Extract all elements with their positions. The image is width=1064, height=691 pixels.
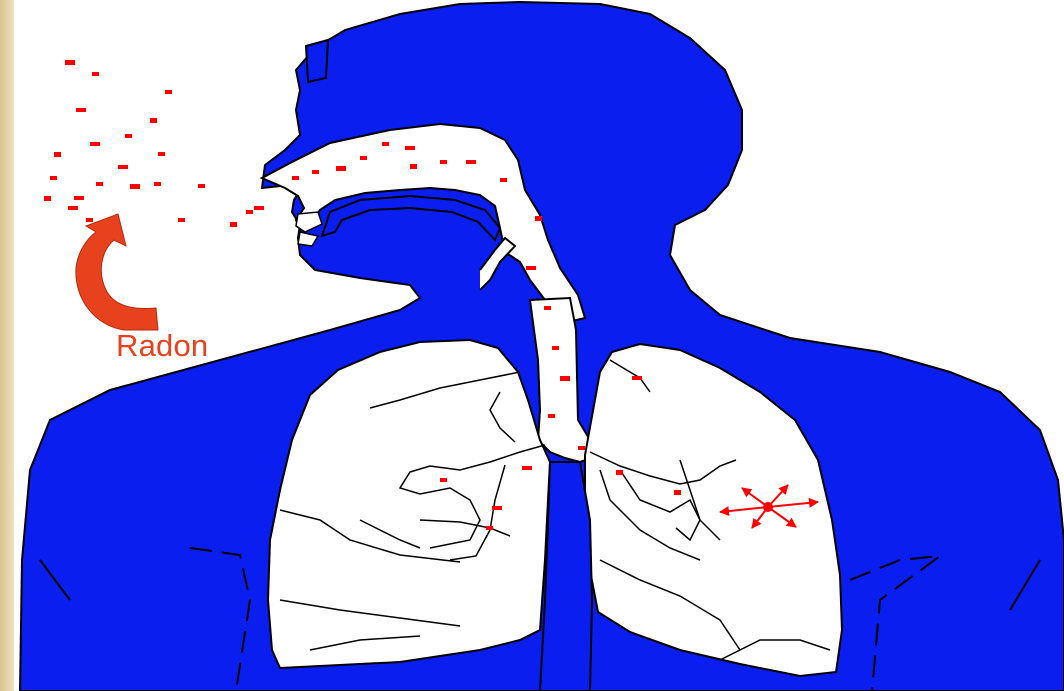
radon-particle [500, 178, 507, 182]
radon-particle [74, 196, 84, 200]
radon-particle [44, 196, 51, 201]
radon-particle [125, 134, 132, 138]
radon-particle [312, 170, 319, 174]
radon-particle [616, 470, 623, 475]
radon-particle [336, 166, 346, 171]
radon-particle [246, 210, 253, 214]
radon-particle [90, 142, 100, 146]
radon-particle [158, 152, 165, 156]
radon-particle [552, 346, 559, 350]
radon-particle [230, 222, 237, 227]
radon-particle [674, 490, 681, 495]
radon-particle [96, 182, 103, 186]
radon-particle [632, 376, 642, 380]
ear [306, 40, 328, 82]
radon-particle [118, 165, 128, 169]
radon-particle [548, 414, 555, 418]
radon-particle [130, 184, 140, 189]
radon-particle [154, 182, 161, 186]
radon-particle [466, 160, 476, 164]
radon-particle [440, 478, 447, 482]
radon-particle [254, 206, 264, 210]
left-strip [0, 0, 14, 691]
radon-particle [492, 506, 502, 510]
radon-particle [578, 446, 585, 450]
radon-particle [410, 164, 417, 169]
radon-particle [535, 216, 542, 221]
radon-particle [68, 206, 78, 210]
radon-particle [76, 108, 86, 112]
radon-particle [92, 72, 99, 76]
radon-particle [165, 90, 172, 94]
radon-particle [50, 176, 57, 180]
radon-particle [292, 176, 299, 180]
radon-particle [560, 376, 570, 381]
radon-particle [360, 156, 367, 160]
radon-particle [526, 266, 536, 270]
radon-particle [178, 218, 185, 222]
radon-label: Radon [116, 330, 208, 361]
radon-particle [382, 142, 389, 146]
radon-particle [65, 60, 75, 65]
radon-particle [150, 118, 157, 123]
radon-particle [405, 146, 415, 150]
radon-particle [440, 160, 447, 164]
radon-particle [54, 152, 61, 157]
radon-particle [486, 526, 493, 530]
radon-particle [86, 218, 93, 222]
radon-particle [522, 466, 532, 470]
radon-particle [544, 306, 551, 310]
radon-particle [198, 184, 205, 188]
